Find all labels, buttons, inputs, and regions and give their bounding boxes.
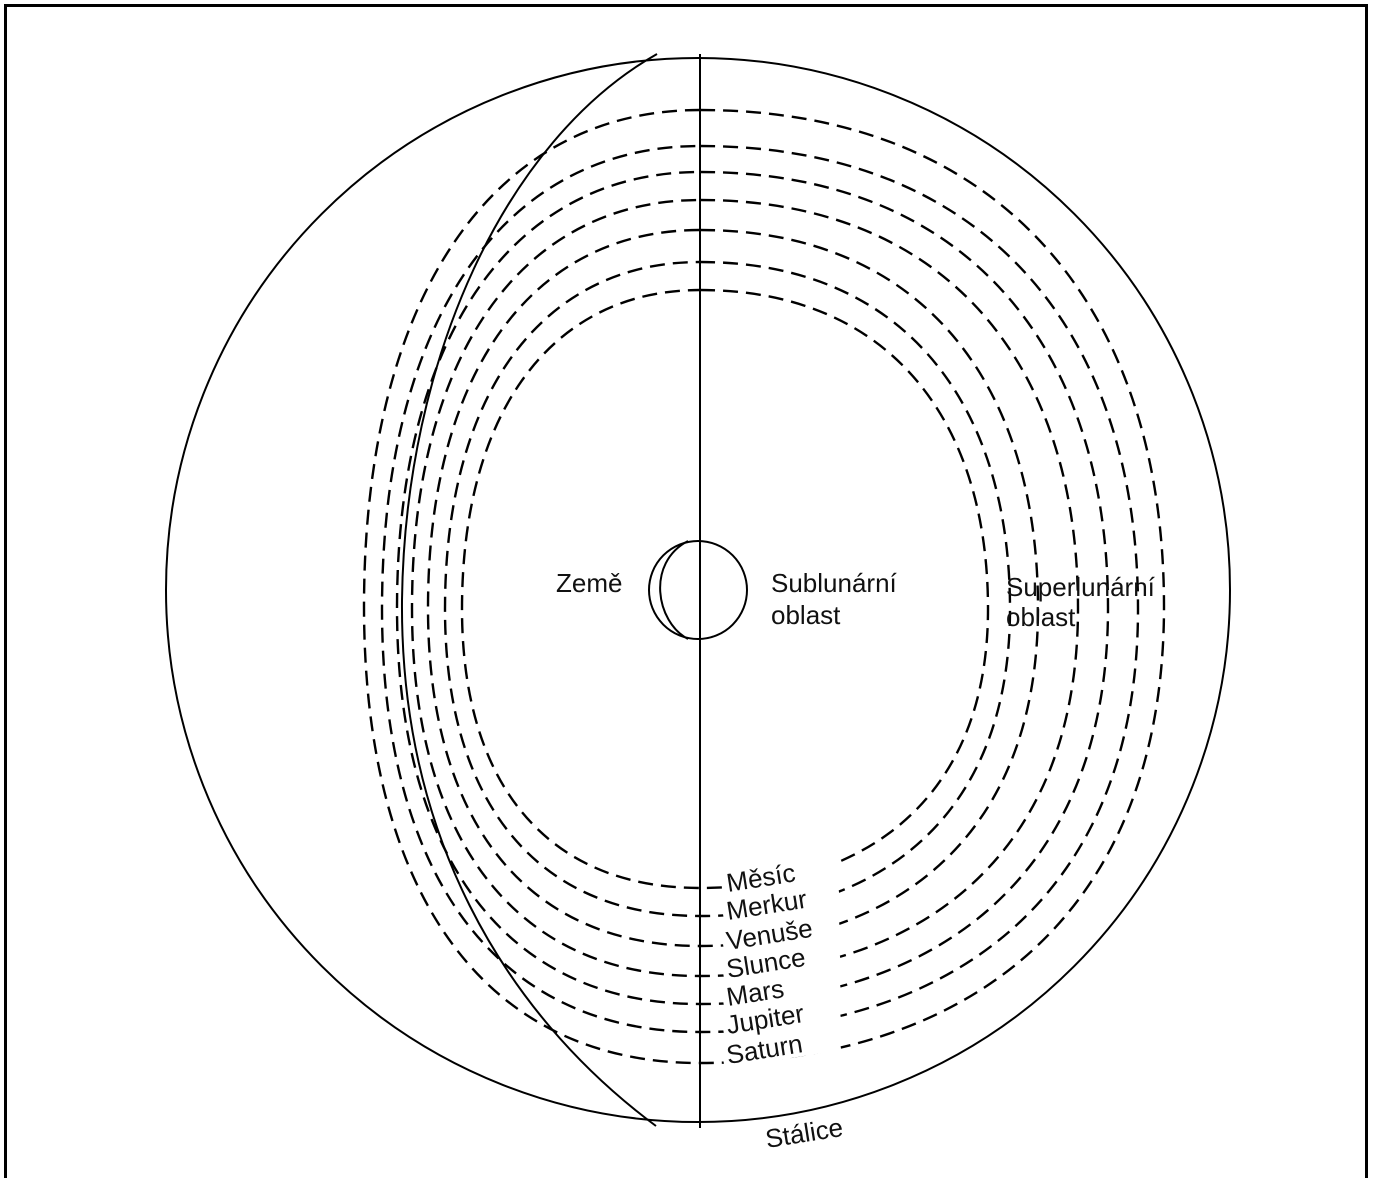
orbit-venuše (428, 230, 1038, 946)
sublunar-label-line2: oblast (771, 600, 841, 630)
orbit-merkur (445, 262, 1010, 916)
orbit-měsíc (462, 290, 988, 888)
earth-circle (649, 541, 747, 639)
earth-label: Země (556, 568, 622, 598)
fixed-stars-label: Stálice (763, 1112, 845, 1154)
sublunar-label-line1: Sublunární (771, 568, 898, 598)
superlunar-label-line1: Superlunární (1006, 572, 1156, 602)
superlunar-label-line2: oblast (1006, 602, 1076, 632)
